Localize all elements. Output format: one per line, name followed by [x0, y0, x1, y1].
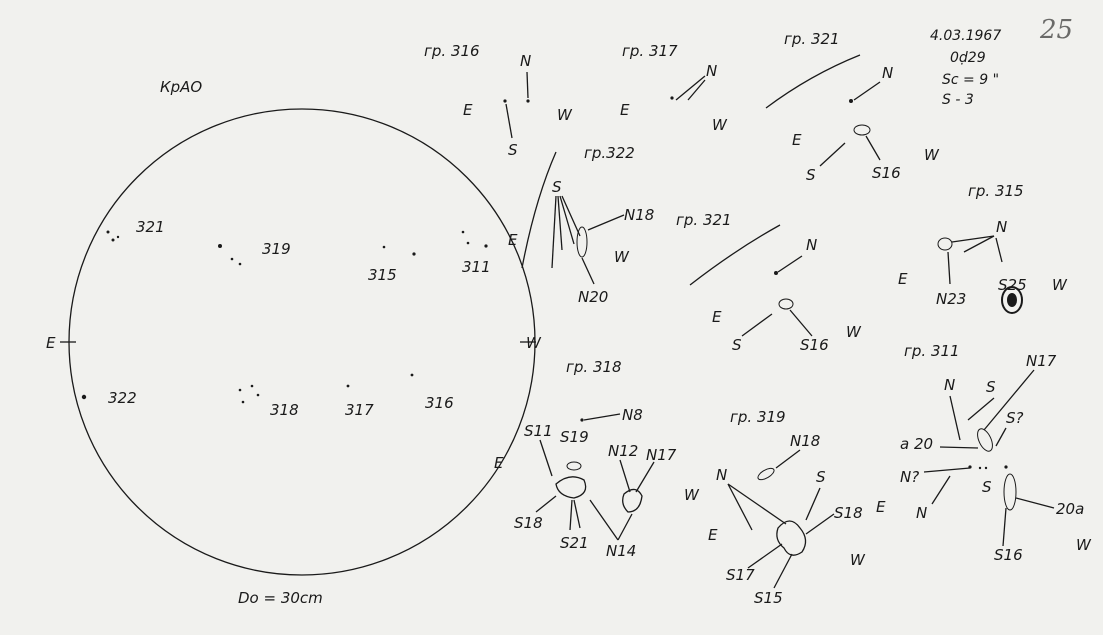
annotation-label: S18: [514, 514, 543, 532]
annotation-label: E: [712, 308, 722, 326]
panel-group-311: гр. 311 N S N17 S? a 20 N? N S S16 20a E…: [876, 342, 1092, 564]
disk-group-311: 311: [462, 258, 491, 276]
annotation-label: S: [982, 478, 992, 496]
annotation-label: W: [557, 106, 573, 124]
annotation-label: N17: [1026, 352, 1057, 370]
annotation-label: W: [850, 551, 866, 569]
annotation-label: W: [1052, 276, 1068, 294]
panel-group-319: гр. 319 N18 N S S18 S17 S15 E W: [708, 408, 866, 607]
annotation-label: N20: [578, 288, 608, 306]
seeing: Sc = 9 ": [942, 72, 999, 88]
annotation-label: N14: [606, 542, 636, 560]
disk-west: W: [526, 334, 542, 352]
annotation-label: гр. 321: [676, 211, 732, 229]
annotation-label: E: [463, 101, 473, 119]
annotation-label: N12: [608, 442, 638, 460]
date: 4.03.1967: [930, 28, 1001, 44]
annotation-label: S11: [524, 422, 553, 440]
annotation-label: S18: [834, 504, 863, 522]
disk-group-319: 319: [262, 240, 291, 258]
annotation-label: гр. 317: [622, 42, 678, 60]
annotation-label: W: [712, 116, 728, 134]
annotation-label: W: [924, 146, 940, 164]
annotation-label: S15: [754, 589, 783, 607]
annotation-label: S: [986, 378, 996, 396]
annotation-label: гр. 316: [424, 42, 480, 60]
annotation-label: W: [684, 486, 700, 504]
diameter-label: Do = 30cm: [238, 589, 323, 607]
annotation-label: гр. 321: [784, 30, 840, 48]
annotation-label: S: [508, 141, 518, 159]
disk-group-317: 317: [345, 401, 374, 419]
annotation-label: S: [816, 468, 826, 486]
annotation-label: S16: [800, 336, 829, 354]
annotation-label: гр. 311: [904, 342, 960, 360]
annotation-label: N: [806, 236, 817, 254]
annotation-label: E: [792, 131, 802, 149]
panel-group-322: гр.322 S N18 N20 E W: [508, 144, 654, 306]
panel-group-316: гр. 316 N S E W: [424, 42, 573, 159]
disk-east: E: [46, 334, 56, 352]
solar-disk: [68, 108, 536, 576]
annotation-label: S: [806, 166, 816, 184]
disk-group-315: 315: [368, 266, 397, 284]
disk-spots: [81, 230, 488, 404]
annotation-label: N18: [790, 432, 820, 450]
disk-group-316: 316: [425, 394, 454, 412]
annotation-label: W: [614, 248, 630, 266]
time: 0ḍ29: [950, 50, 986, 66]
annotation-label: E: [708, 526, 718, 544]
annotation-label: a 20: [900, 435, 933, 453]
annotation-label: S21: [560, 534, 589, 552]
annotation-label: N18: [624, 206, 654, 224]
annotation-label: N?: [900, 468, 919, 486]
annotation-label: S19: [560, 428, 589, 446]
annotation-label: W: [846, 323, 862, 341]
annotation-label: гр.322: [584, 144, 635, 162]
annotation-label: гр. 315: [968, 182, 1024, 200]
annotation-label: N17: [646, 446, 677, 464]
panel-group-321-middle: гр. 321 N E W S S16: [676, 211, 862, 354]
annotation-label: S17: [726, 566, 755, 584]
annotation-label: S16: [994, 546, 1023, 564]
annotation-label: N: [520, 52, 531, 70]
annotation-label: N: [882, 64, 893, 82]
annotation-label: N: [944, 376, 955, 394]
observatory-label: КрАО: [160, 78, 202, 96]
annotation-label: E: [494, 454, 504, 472]
panel-group-315: гр. 315 N S25 N23 E W: [898, 182, 1068, 314]
annotation-label: N8: [622, 406, 643, 424]
annotation-label: N: [716, 466, 727, 484]
annotation-label: гр. 318: [566, 358, 622, 376]
annotation-label: S25: [998, 276, 1027, 294]
panel-group-317: гр. 317 N E W: [620, 42, 728, 134]
annotation-label: N23: [936, 290, 966, 308]
quality: S - 3: [942, 92, 974, 108]
disk-group-321: 321: [136, 218, 165, 236]
disk-group-318: 318: [270, 401, 299, 419]
disk-group-322: 322: [108, 389, 137, 407]
annotation-label: N: [916, 504, 927, 522]
annotation-label: S: [732, 336, 742, 354]
annotation-label: E: [876, 498, 886, 516]
annotation-label: E: [620, 101, 630, 119]
annotation-label: W: [1076, 536, 1092, 554]
panel-group-318: гр. 318 N8 S11 S19 N12 N17 S18 S21 N14 E…: [494, 358, 700, 560]
annotation-label: S: [552, 178, 562, 196]
panel-group-321-top: гр. 321 N E W S S16: [765, 30, 940, 184]
annotation-label: гр. 319: [730, 408, 786, 426]
annotation-label: S?: [1006, 409, 1024, 427]
annotation-label: S16: [872, 164, 901, 182]
annotation-label: N: [706, 62, 717, 80]
page-number: 25: [1039, 15, 1073, 45]
annotation-label: E: [508, 231, 518, 249]
annotation-label: E: [898, 270, 908, 288]
annotation-label: 20a: [1056, 500, 1084, 518]
annotation-label: N: [996, 218, 1007, 236]
